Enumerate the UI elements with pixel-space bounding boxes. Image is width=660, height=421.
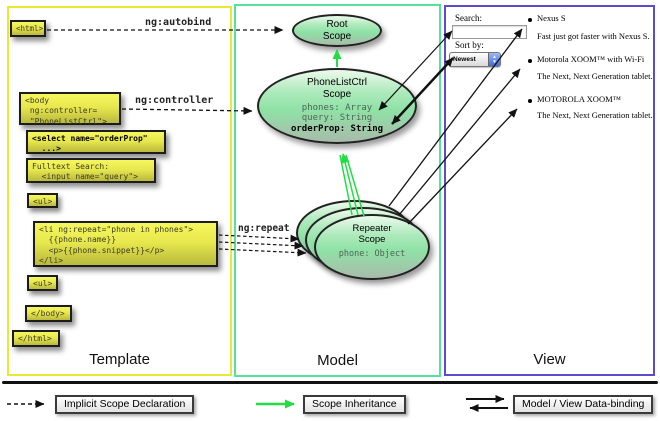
root-scope-title: Root [326,19,348,30]
code-box-html-open: <html> [10,20,46,37]
repeater-scope-title: Repeater [352,223,392,234]
sort-dropdown-value: Newest [453,56,476,63]
legend-implicit-scope-declaration: Implicit Scope Declaration [55,395,195,414]
view-panel-label: View [533,351,566,368]
root-scope-subtitle: Scope [322,30,352,42]
phonelistctrl-prop-query: query: String [301,113,373,124]
code-box-html-close: </html> [12,330,60,347]
phonelistctrl-prop-phones: phones: Array [301,103,373,113]
code-box-fulltext-search: Fulltext Search: <input name="query"> [26,158,156,183]
code-box-body-close: </body> [25,305,72,322]
phonelistctrl-scope-title: PhoneListCtrl [306,77,368,88]
code-box-body-open: <body ng:controller= "PhoneListCtrl"> [19,92,121,126]
bullet-icon [528,59,532,63]
ng-autobind-label: ng:autobind [145,17,212,28]
model-panel: Model [234,4,441,377]
sort-by-label: Sort by: [455,40,484,50]
code-box-ul-second: <ul> [27,275,58,291]
template-panel-label: Template [89,351,150,368]
code-box-select: <select name="orderProp" ...> [26,130,166,154]
phonelistctrl-prop-orderprop: orderProp: String [290,123,384,134]
search-label: Search: [455,13,482,23]
repeater-scope-ellipse-front: Repeater Scope phone: Object [314,214,430,280]
root-scope-ellipse: Root Scope [292,14,382,47]
sort-dropdown: Newest ▲▼ [449,52,501,67]
bullet-icon [528,99,532,103]
legend-scope-inheritance: Scope Inheritance [303,395,406,414]
legend-model-view-data-binding: Model / View Data-binding [513,395,654,414]
view-item-desc: The Next, Next Generation tablet. [537,110,653,120]
separator-line [2,381,658,384]
phonelistctrl-scope-subtitle: Scope [322,88,352,100]
model-panel-label: Model [317,352,358,369]
bullet-icon [528,18,532,22]
dropdown-stepper-icon: ▲▼ [488,53,500,66]
view-item-title: Nexus S [537,13,566,23]
search-input [452,25,527,39]
view-item-desc: The Next, Next Generation tablet. [537,71,653,81]
repeater-prop-phone: phone: Object [338,248,406,259]
view-item-desc: Fast just got faster with Nexus S. [537,31,650,41]
code-box-ul-open: <ul> [27,193,58,208]
ng-repeat-label: ng:repeat [238,223,290,234]
phonelistctrl-scope-ellipse: PhoneListCtrl Scope phones: Array query:… [257,68,417,144]
view-item-title: Motorola XOOM™ with Wi-Fi [537,54,645,64]
code-box-li-repeat: <li ng:repeat="phone in phones"> {{phone… [33,221,218,267]
repeater-scope-subtitle: Scope [358,233,386,245]
ng-controller-label: ng:controller [135,95,214,106]
view-item-title: MOTOROLA XOOM™ [537,94,621,104]
